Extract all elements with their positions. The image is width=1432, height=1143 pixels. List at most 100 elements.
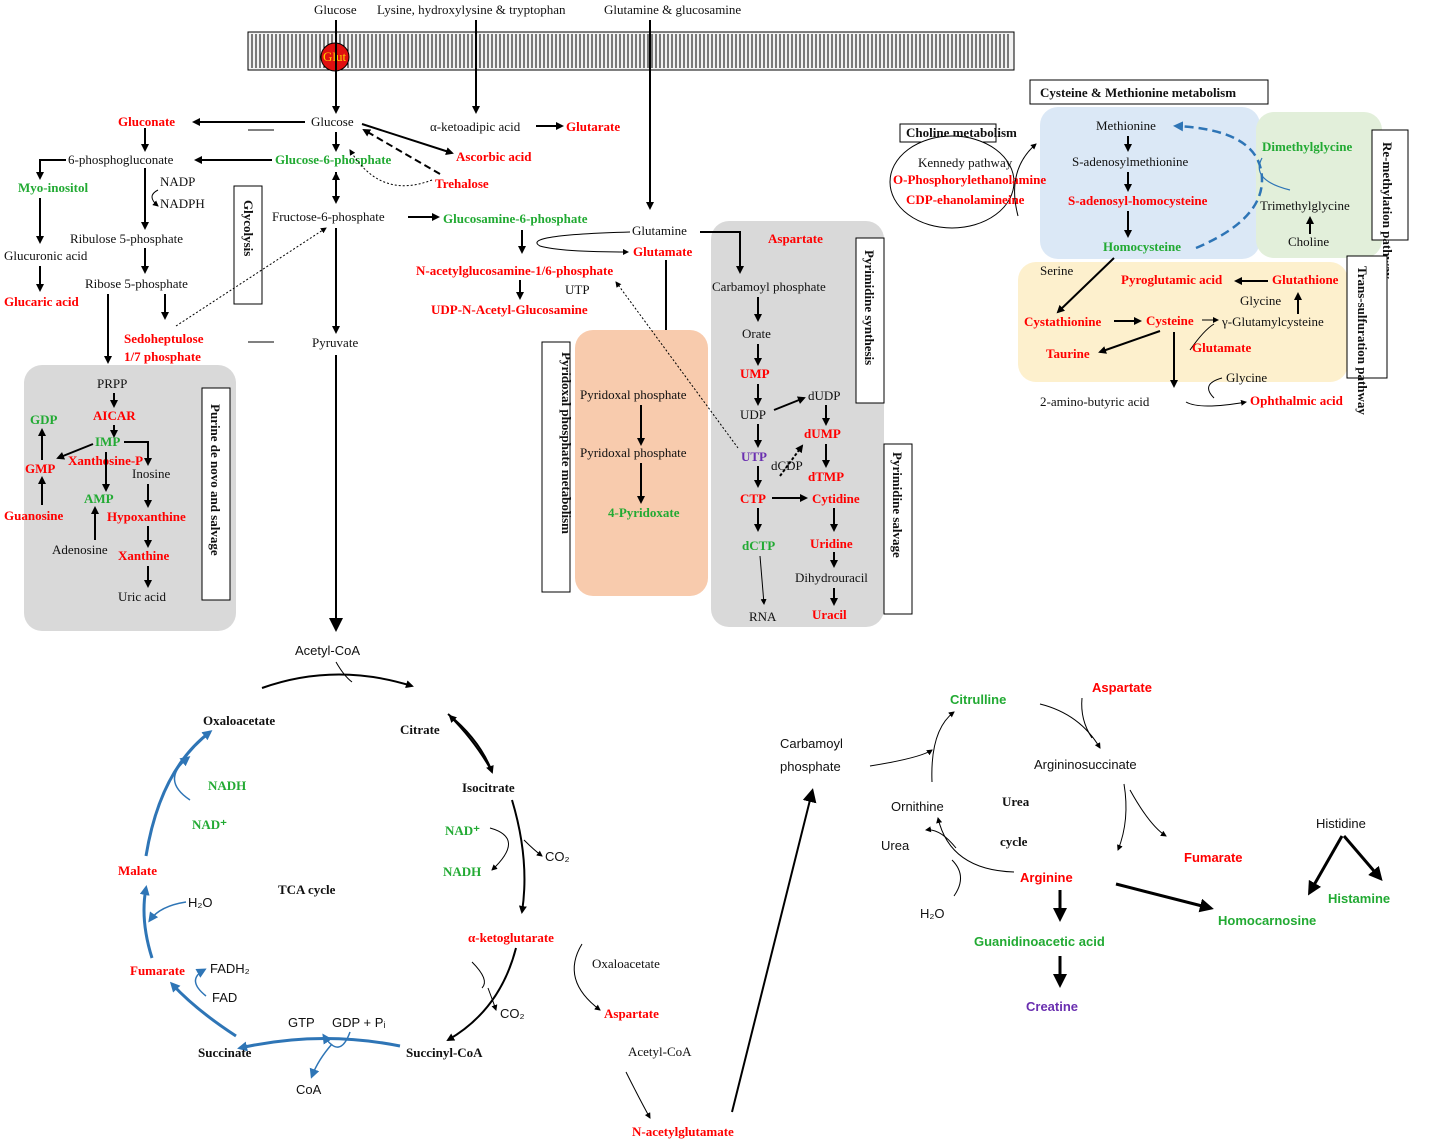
udp-n-acetyl-glucosamine: UDP-N-Acetyl-Glucosamine (431, 302, 588, 317)
pyroglutamic-acid: Pyroglutamic acid (1121, 272, 1223, 287)
homocarnosine: Homocarnosine (1218, 913, 1316, 928)
nad-plus-1: NAD⁺ (445, 823, 480, 838)
pyridoxal-phosphate-1: Pyridoxal phosphate (580, 387, 687, 402)
n-acetylglutamate: N-acetylglutamate (632, 1124, 734, 1139)
4-pyridoxate: 4-Pyridoxate (608, 505, 680, 520)
cell-membrane (247, 31, 1015, 72)
tca-cycle-title: TCA cycle (278, 882, 336, 897)
cystathionine: Cystathionine (1024, 314, 1102, 329)
nad-plus-2: NAD⁺ (192, 817, 227, 832)
kennedy-pathway: Kennedy pathway (918, 155, 1013, 170)
creatine: Creatine (1026, 999, 1078, 1014)
fumarate-urea: Fumarate (1184, 850, 1243, 865)
sedoheptulose: Sedoheptulose (124, 331, 204, 346)
h2o-urea: H₂O (920, 906, 945, 921)
rna: RNA (749, 609, 777, 624)
uric-acid: Uric acid (118, 589, 167, 604)
guanosine: Guanosine (4, 508, 63, 523)
dimethylglycine: Dimethylglycine (1262, 139, 1352, 154)
citrate: Citrate (400, 722, 440, 737)
carbamoyl-label: Carbamoyl (780, 736, 843, 751)
aspartate-2: Aspartate (604, 1006, 659, 1021)
alpha-ketoglutarate: α-ketoglutarate (468, 930, 554, 945)
udp: UDP (740, 407, 766, 422)
citrulline: Citrulline (950, 692, 1006, 707)
succinyl-coa: Succinyl-CoA (406, 1045, 483, 1060)
fad: FAD (212, 990, 237, 1005)
glycine-2: Glycine (1226, 370, 1267, 385)
myo-inositol: Myo-inositol (18, 180, 88, 195)
fumarate-tca: Fumarate (130, 963, 185, 978)
dihydrouracil: Dihydrouracil (795, 570, 868, 585)
gdp: GDP (30, 412, 58, 427)
ophthalmic-acid: Ophthalmic acid (1250, 393, 1344, 408)
succinate: Succinate (198, 1045, 252, 1060)
hypoxanthine: Hypoxanthine (107, 509, 186, 524)
2-amino-butyric-acid: 2-amino-butyric acid (1040, 394, 1150, 409)
nadh-2: NADH (208, 778, 246, 793)
xanthine: Xanthine (118, 548, 170, 563)
imp: IMP (95, 434, 120, 449)
cysteine: Cysteine (1146, 313, 1194, 328)
gdp-pi: GDP + Pᵢ (332, 1015, 385, 1030)
glucosamine-6-phosphate: Glucosamine-6-phosphate (443, 211, 588, 226)
uridine: Uridine (810, 536, 853, 551)
remethylation-box (1256, 112, 1382, 258)
fructose-6-phosphate: Fructose-6-phosphate (272, 209, 385, 224)
glucuronic-acid: Glucuronic acid (4, 248, 88, 263)
glucaric-acid: Glucaric acid (4, 294, 80, 309)
pyridoxal-phosphate-2: Pyridoxal phosphate (580, 445, 687, 460)
sedoheptulose-phosphate: 1/7 phosphate (124, 349, 201, 364)
cytidine: Cytidine (812, 491, 860, 506)
nadh-1: NADH (443, 864, 481, 879)
inosine: Inosine (132, 466, 171, 481)
ribulose-5-phosphate: Ribulose 5-phosphate (70, 231, 183, 246)
nadp: NADP (160, 174, 195, 189)
glucose-6-phosphate: Glucose-6-phosphate (275, 152, 392, 167)
gmp: GMP (25, 461, 55, 476)
histidine: Histidine (1316, 816, 1366, 831)
glutamate-hex: Glutamate (633, 244, 692, 259)
dudp: dUDP (808, 388, 841, 403)
input-lysine: Lysine, hydroxylysine & tryptophan (377, 2, 566, 17)
dump: dUMP (804, 426, 841, 441)
transsulfuration-title: Trans-sulfuration pathway (1355, 266, 1370, 415)
aspartate-urea: Aspartate (1092, 680, 1152, 695)
n-acetylglucosamine-phosphate: N-acetylglucosamine-1/6-phosphate (416, 263, 613, 278)
glycine-1: Glycine (1240, 293, 1281, 308)
ornithine: Ornithine (891, 799, 944, 814)
glycolysis-label: Glycolysis (241, 200, 256, 256)
s-adenosyl-homocysteine: S-adenosyl-homocysteine (1068, 193, 1208, 208)
input-glucose: Glucose (314, 2, 357, 17)
aspartate-pyr: Aspartate (768, 231, 823, 246)
ctp: CTP (740, 491, 766, 506)
ump: UMP (740, 366, 770, 381)
pyruvate: Pyruvate (312, 335, 358, 350)
glutarate: Glutarate (566, 119, 620, 134)
guanidinoacetic-acid: Guanidinoacetic acid (974, 934, 1105, 949)
glutamine: Glutamine (632, 223, 687, 238)
serine: Serine (1040, 263, 1073, 278)
utp-pyr: UTP (741, 449, 767, 464)
amp: AMP (84, 491, 114, 506)
homocysteine: Homocysteine (1103, 239, 1181, 254)
h2o-tca: H₂O (188, 895, 213, 910)
remethylation-title: Re-methylation pathway (1380, 142, 1395, 279)
arginine: Arginine (1020, 870, 1073, 885)
ribose-5-phosphate: Ribose 5-phosphate (85, 276, 188, 291)
alpha-ketoadipic-acid: α-ketoadipic acid (430, 119, 521, 134)
co2-1: CO₂ (545, 849, 570, 864)
gtp: GTP (288, 1015, 315, 1030)
purine-box (24, 365, 236, 631)
adenosine: Adenosine (52, 542, 108, 557)
orate: Orate (742, 326, 771, 341)
cysteine-methionine-title: Cysteine & Methionine metabolism (1040, 85, 1236, 100)
aicar: AICAR (93, 408, 136, 423)
urea: Urea (881, 838, 910, 853)
urea-cycle-title-2: cycle (1000, 834, 1028, 849)
gluconate: Gluconate (118, 114, 175, 129)
methionine-box (1040, 107, 1260, 259)
acetyl-coa: Acetyl-CoA (295, 643, 360, 658)
ascorbic-acid: Ascorbic acid (456, 149, 532, 164)
